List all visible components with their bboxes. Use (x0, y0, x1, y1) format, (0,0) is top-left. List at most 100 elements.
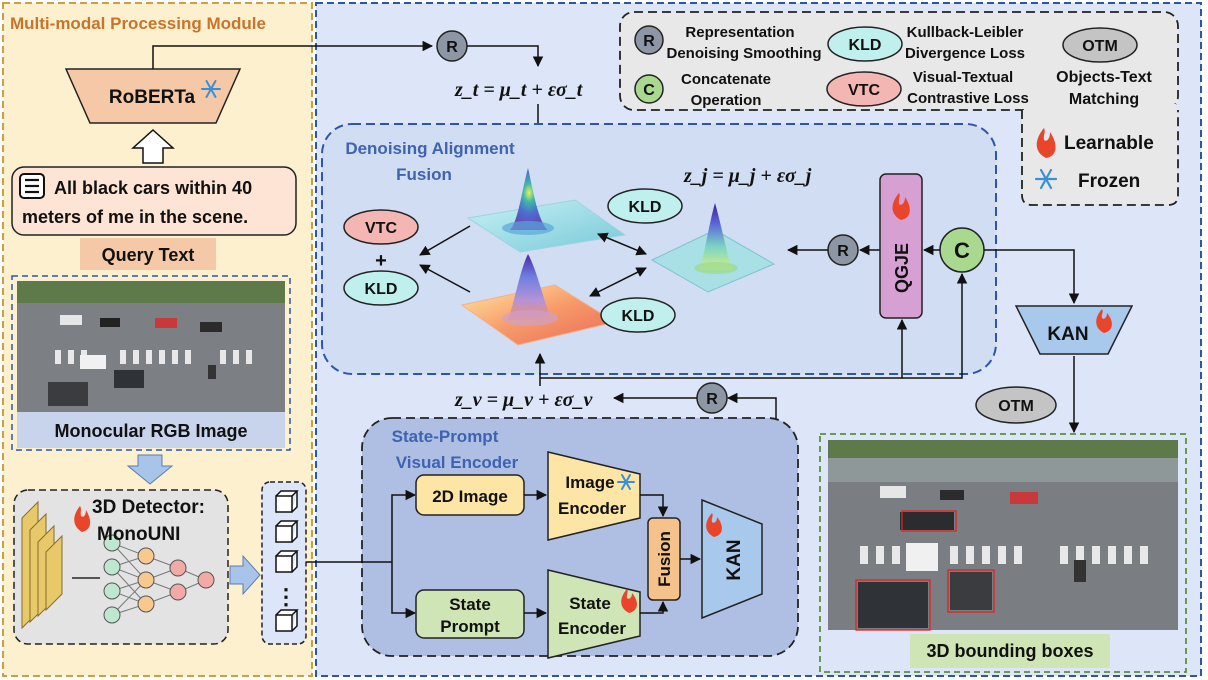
hollow-up-arrow (131, 128, 175, 164)
query-text-box (11, 166, 297, 236)
roberta-encoder (64, 68, 242, 124)
kan-encoder-label: KAN (724, 539, 745, 580)
legend-kld-line2: Divergence Loss (905, 45, 1025, 62)
vtc-label: VTC (365, 220, 397, 237)
image-encoder-line1: Image (565, 473, 614, 492)
r-inner-label: R (837, 243, 849, 260)
legend-otm-symbol: OTM (1082, 38, 1118, 55)
qgje-block (879, 173, 923, 319)
network-nodes (103, 534, 215, 624)
formula-zv: z_v = μ_v + εσ_v (454, 389, 593, 411)
legend-snowflake-icon (1034, 168, 1058, 190)
legend-vtc-line2: Contrastive Loss (907, 90, 1029, 107)
monocular-image-frame (11, 275, 291, 451)
arrow-text-joint (597, 232, 647, 256)
left-panel-title: Multi-modal Processing Module (10, 14, 266, 33)
otm-ellipse (975, 386, 1057, 424)
visual-encoder-title-line1: State-Prompt (392, 427, 499, 446)
arrow-r-to-zt (467, 45, 544, 68)
legend-c-line2: Operation (691, 92, 762, 109)
legend-kld-line1: Kullback-Leibler (907, 24, 1024, 41)
r-bottom-label: R (706, 391, 718, 408)
kld-bottom-label: KLD (622, 308, 655, 325)
block-down-arrow (126, 454, 174, 485)
legend-otm-ellipse (1062, 27, 1138, 63)
legend-kld-symbol: KLD (849, 37, 882, 54)
arrow-zv-up-to-c (902, 272, 968, 379)
state-encoder-line1: State (569, 594, 611, 613)
arrow-image-enc-to-fusion (640, 494, 669, 518)
formula-zj: z_j = μ_j + εσ_j (683, 165, 812, 187)
arrow-visual-joint (589, 267, 647, 297)
image-caption-box (17, 412, 285, 448)
legend-vtc-symbol: VTC (848, 82, 880, 99)
legend-frozen: Frozen (1078, 171, 1140, 192)
legend-learnable: Learnable (1064, 133, 1154, 154)
legend-flame-icon (1036, 128, 1056, 158)
flame-icon-qgje (892, 193, 910, 220)
cube-icons (275, 490, 299, 632)
arrow-roberta-to-r (152, 40, 434, 69)
legend-tail (1021, 110, 1179, 206)
detector-line2: MonoUNI (97, 524, 180, 545)
fusion-label: Fusion (655, 531, 674, 587)
block-right-arrow (229, 554, 261, 596)
formula-zt: z_t = μ_t + εσ_t (454, 79, 584, 101)
qgje-label: QGJE (892, 243, 912, 293)
legend-r-line2: Denoising Smoothing (667, 45, 822, 62)
arrow-state-enc-to-fusion (640, 600, 669, 614)
legend-vtc-line1: Visual-Textual (913, 69, 1013, 86)
query-text-line1: All black cars within 40 (54, 178, 252, 198)
detector-box (13, 489, 229, 645)
state-prompt-line1: State (449, 595, 491, 614)
legend-otm-line1: Objects-Text (1056, 69, 1152, 86)
legend-kld-ellipse (827, 26, 903, 62)
visual-encoder-title-line2: Visual Encoder (396, 453, 519, 472)
kld-left-label: KLD (365, 281, 398, 298)
legend-box (619, 11, 1179, 111)
state-encoder-line2: Encoder (558, 619, 626, 638)
query-text-caption: Query Text (102, 245, 195, 265)
snowflake-icon (201, 80, 221, 98)
query-text-caption-box (80, 238, 216, 270)
monocular-rgb-image (17, 281, 285, 412)
detector-line1: 3D Detector: (92, 497, 205, 518)
r-top-label: R (446, 39, 458, 56)
concat-c-label: C (954, 238, 970, 263)
flame-icon-detector (74, 506, 91, 532)
legend-c-circle (634, 74, 664, 104)
image-2d-label: 2D Image (432, 487, 508, 506)
output-image (828, 440, 1178, 631)
state-encoder-block (547, 569, 641, 659)
image-encoder-block (547, 451, 641, 541)
kan-right-label: KAN (1047, 324, 1088, 345)
arrow-visual-to-loss (419, 264, 471, 293)
arrow-to-2d-image (391, 489, 417, 562)
object-list-ellipsis: ⋮ (275, 584, 297, 609)
output-caption-box (910, 634, 1110, 668)
denoising-title-line1: Denoising Alignment (345, 139, 515, 158)
cnn-layers-icon (21, 500, 63, 630)
legend-r-circle (634, 25, 664, 55)
legend-c-symbol: C (643, 82, 655, 99)
text-distribution-surface (466, 168, 627, 253)
arrow-c-to-kan (984, 249, 1080, 305)
kld-bottom-ellipse (600, 297, 676, 333)
output-frame (819, 433, 1187, 673)
kan-right-block (1014, 305, 1134, 355)
output-caption: 3D bounding boxes (926, 641, 1093, 661)
state-prompt-box (415, 589, 525, 639)
image-caption: Monocular RGB Image (54, 421, 247, 441)
vtc-ellipse (343, 209, 419, 245)
otm-label: OTM (998, 398, 1034, 415)
legend-otm-line2: Matching (1069, 91, 1139, 108)
snowflake-icon-image-encoder (617, 474, 635, 490)
flame-icon-kan-encoder (706, 513, 722, 537)
arrow-text-to-loss (419, 225, 471, 256)
state-prompt-line2: Prompt (440, 617, 500, 636)
denoising-title-line2: Fusion (396, 165, 452, 184)
legend-c-line1: Concatenate (681, 71, 771, 88)
legend-r-line1: Representation (685, 24, 794, 41)
image-encoder-line2: Encoder (558, 499, 626, 518)
